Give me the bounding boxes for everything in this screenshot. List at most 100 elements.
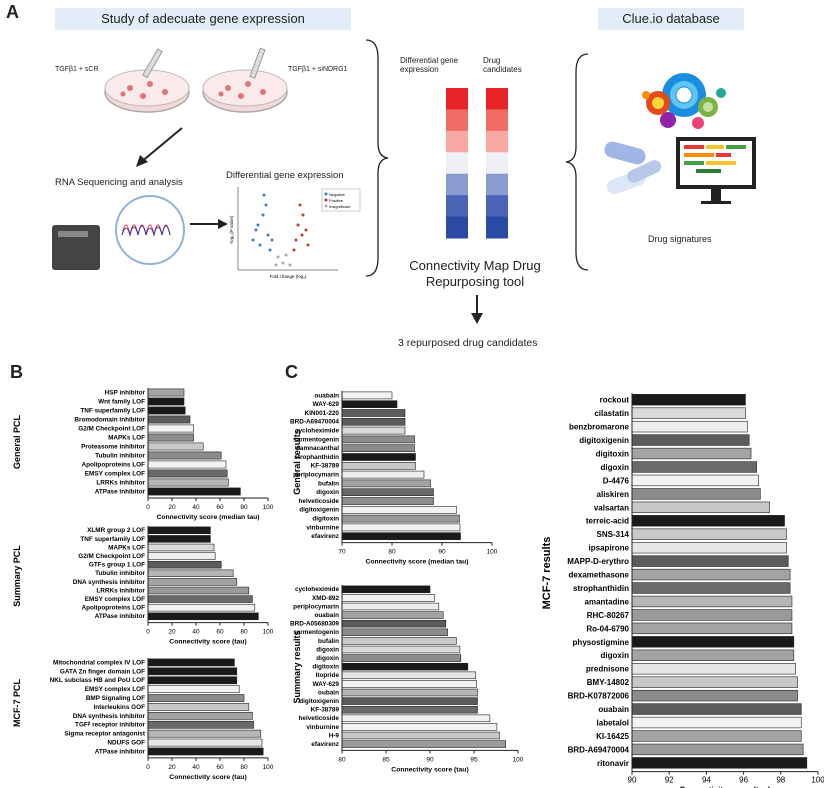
- bar: [631, 528, 787, 540]
- bar: [631, 716, 802, 729]
- bar: [631, 636, 795, 648]
- sequencer-illustration: [52, 195, 185, 270]
- tick-label: LRRKs inhibitor: [96, 479, 145, 486]
- bar: [147, 460, 227, 469]
- bar: [341, 628, 448, 637]
- bar: [631, 555, 789, 567]
- bar: [147, 578, 238, 586]
- bar: [631, 501, 770, 514]
- tick-label: KI-16425: [596, 732, 629, 741]
- tick-label: terreic-acid: [586, 517, 629, 526]
- tick-label: BRD-A69470004: [568, 745, 630, 754]
- heat-cell-dge: [446, 152, 468, 175]
- x-axis-label: Connectivity score (tau): [169, 639, 246, 646]
- bar: [631, 743, 804, 756]
- tick-label: digitoxigenin: [299, 698, 339, 705]
- x-tick-label: 80: [240, 764, 248, 771]
- x-tick-label: 40: [192, 764, 200, 771]
- heat-cell-dge: [446, 216, 468, 239]
- heat-cell-dge: [446, 173, 468, 196]
- tick-label: rockout: [600, 396, 630, 405]
- tick-label: valsartan: [594, 503, 629, 512]
- bar: [341, 662, 469, 671]
- tick-label: ATPase inhibitor: [95, 748, 146, 755]
- bar: [341, 637, 457, 645]
- tick-label: MAPKs LOF: [108, 544, 145, 551]
- bar: [147, 703, 250, 711]
- bar: [341, 523, 461, 532]
- tick-label: periplocymarin: [293, 472, 339, 479]
- tick-label: prednisone: [586, 665, 630, 674]
- bar: [631, 515, 785, 527]
- tick-label: digoxin: [316, 655, 339, 662]
- tick-label: strophanthidin: [573, 584, 629, 593]
- bar: [631, 676, 798, 688]
- rnaseq-label: RNA Sequencing and analysis: [55, 177, 183, 188]
- tick-label: KF-38789: [311, 463, 340, 470]
- bar: [341, 453, 416, 461]
- bar: [341, 671, 477, 680]
- volcano-legend-1: Positive: [329, 198, 344, 203]
- dish-label-scr: TGFβ1 + sCR: [55, 66, 99, 73]
- tick-label: TNF superfamily LOF: [80, 536, 145, 543]
- heat-cell-dge: [446, 88, 468, 110]
- tick-label: ouabain: [598, 705, 629, 714]
- tick-label: G2/M Checkpoint LOF: [78, 425, 145, 432]
- bar: [341, 723, 498, 731]
- bar: [631, 582, 791, 594]
- x-tick-label: 92: [665, 776, 674, 785]
- bar: [341, 714, 491, 723]
- bar: [341, 602, 440, 611]
- tick-label: Wnt family LOF: [98, 398, 145, 405]
- tick-label: digoxin: [601, 651, 630, 660]
- bar: [147, 658, 235, 667]
- tick-label: GTFs group 1 LOF: [89, 562, 145, 569]
- tick-label: Ro-04-6790: [586, 624, 629, 633]
- tick-label: Itopride: [316, 672, 340, 679]
- x-tick-label: 40: [192, 629, 200, 636]
- tick-label: physostigmine: [573, 638, 630, 647]
- tick-label: BMP Signaling LOF: [86, 695, 145, 702]
- bar: [147, 676, 238, 685]
- panel-a-letter: A: [6, 2, 19, 22]
- tick-label: RHC-80267: [587, 611, 630, 620]
- x-axis-label: Connectivity score (tau): [679, 786, 770, 788]
- heat-cell-drug: [486, 195, 508, 218]
- bar: [147, 738, 263, 747]
- bar: [147, 729, 262, 738]
- tick-label: EMSY complex LOF: [85, 596, 145, 603]
- x-tick-label: 90: [438, 549, 446, 556]
- pills: [604, 141, 662, 195]
- bar: [147, 685, 240, 694]
- x-tick-label: 96: [739, 776, 748, 785]
- chart-c2: cycloheximideXMD-892periplocymarinouabai…: [290, 585, 524, 773]
- bar: [341, 611, 444, 619]
- tick-label: digitoxigenin: [299, 507, 339, 514]
- bar: [631, 434, 750, 446]
- bar: [341, 731, 500, 740]
- tick-label: ATPase inhibitor: [95, 488, 146, 495]
- tick-label: digitoxigenin: [579, 436, 629, 445]
- bar: [341, 740, 506, 748]
- bar: [147, 720, 254, 729]
- col1-label: Differential gene expression: [400, 56, 459, 74]
- col2-label: Drug candidates: [483, 56, 522, 74]
- arrow-to-rnaseq: [136, 127, 183, 167]
- tick-label: ouabain: [315, 392, 340, 399]
- dish-label-sindrg1: TGFβ1 + siNDRG1: [288, 66, 348, 73]
- tick-label: labetalol: [597, 718, 629, 727]
- tick-label: sarmentogenin: [293, 436, 339, 443]
- tick-label: NDUFS GOF: [107, 740, 145, 747]
- chart-c1: ouabainWAY-629KIN001-220BRD-A69470004cyc…: [290, 391, 498, 566]
- x-axis-label: Connectivity score (median tau): [156, 514, 259, 521]
- x-tick-label: 100: [263, 629, 274, 636]
- bar: [147, 433, 194, 442]
- tick-label: WAY-629: [313, 401, 340, 408]
- dge-label: Differential gene expression: [226, 170, 344, 181]
- heat-cell-dge: [446, 195, 468, 218]
- x-tick-label: 85: [382, 756, 390, 763]
- bar: [341, 400, 398, 409]
- tick-label: Apolipoproteins LOF: [81, 461, 145, 468]
- bar: [341, 435, 415, 444]
